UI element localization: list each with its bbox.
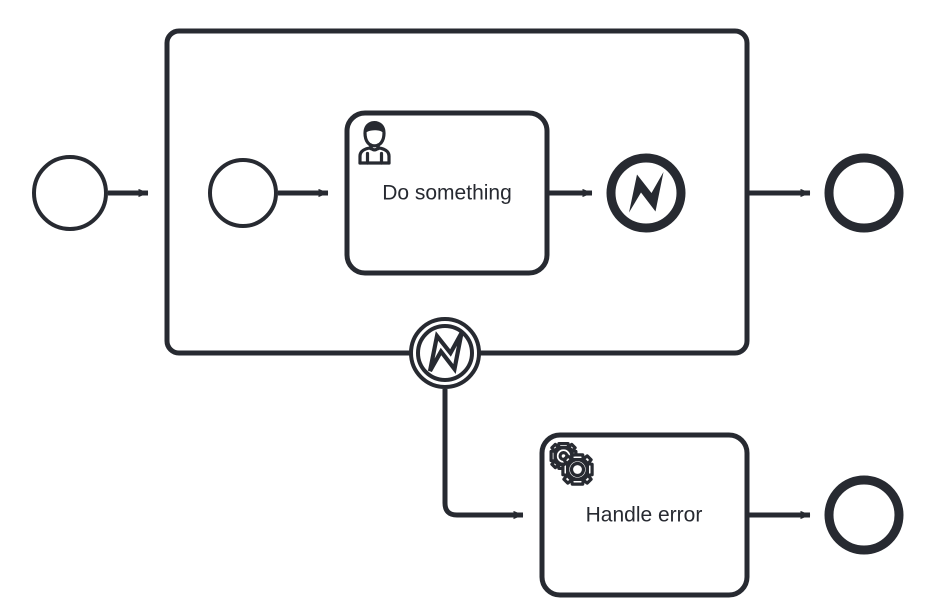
- user-icon: [358, 121, 391, 165]
- boundary-event-outer-circle: [409, 317, 481, 389]
- do-something-task[interactable]: Do something: [344, 110, 550, 276]
- boundary-error-event[interactable]: [409, 317, 481, 389]
- start-event[interactable]: [32, 155, 108, 231]
- error-end-event-circle: [606, 153, 686, 233]
- boundary-event-inner-circle: [416, 324, 474, 382]
- error-bolt-filled-icon: [629, 172, 664, 213]
- handle-error-task[interactable]: Handle error: [539, 432, 750, 598]
- end-event-bottom[interactable]: [824, 475, 904, 555]
- inner-start-event[interactable]: [208, 158, 278, 228]
- do-something-task-box: [344, 110, 550, 276]
- inner-start-event-circle: [208, 158, 278, 228]
- start-event-circle: [32, 155, 108, 231]
- flow-boundary-to-handle-error[interactable]: [442, 389, 524, 520]
- end-event-bottom-circle: [824, 475, 904, 555]
- end-event-top[interactable]: [824, 153, 904, 233]
- error-end-event[interactable]: [606, 153, 686, 233]
- handle-error-task-box: [539, 432, 750, 598]
- handle-error-task-label: Handle error: [586, 504, 703, 527]
- error-bolt-hollow-icon: [427, 331, 464, 374]
- end-event-top-circle: [824, 153, 904, 233]
- gears-icon: [549, 442, 594, 486]
- do-something-task-label: Do something: [382, 182, 512, 205]
- sequence-flows: [108, 188, 811, 520]
